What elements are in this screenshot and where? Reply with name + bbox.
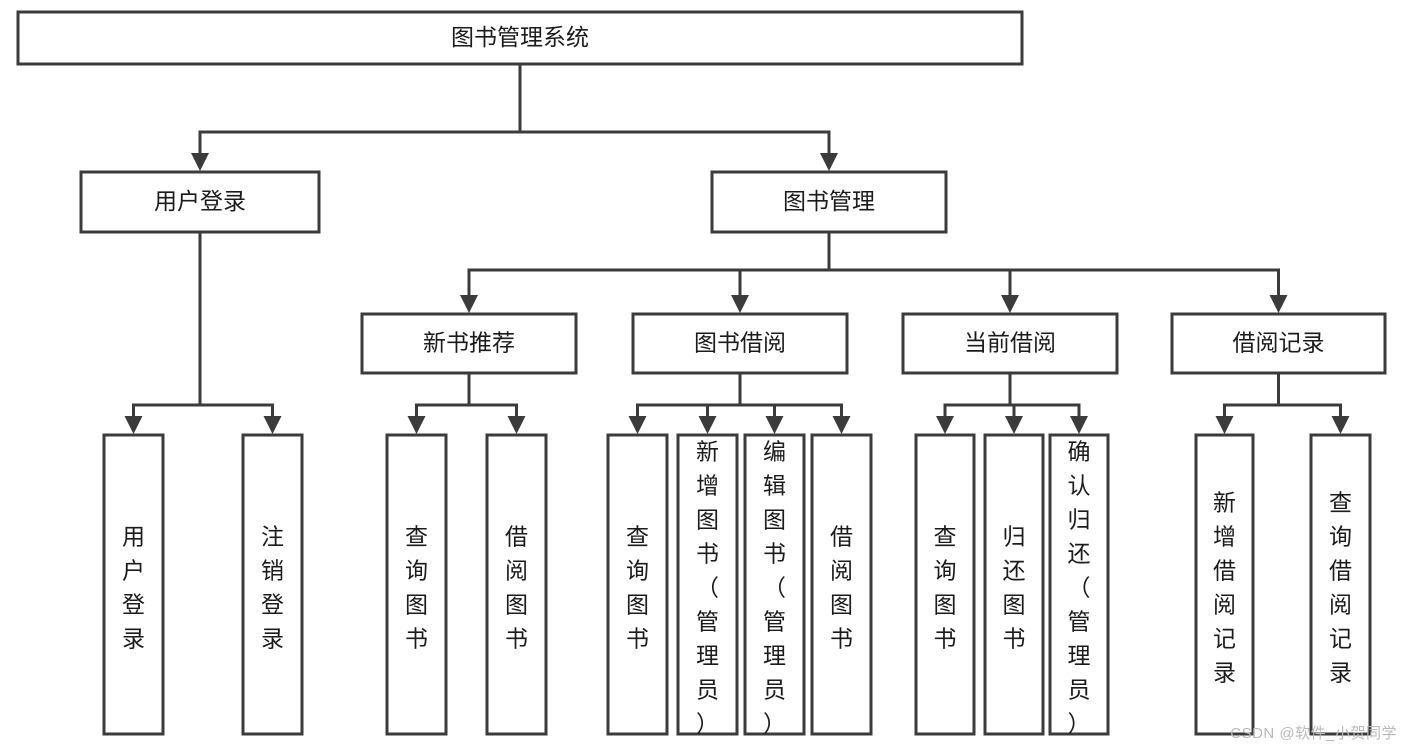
node-box[interactable]: [914, 433, 976, 736]
node-box[interactable]: [1048, 433, 1110, 736]
node-layer: 图书管理系统用户登录图书管理新书推荐图书借阅当前借阅借阅记录用户登录注销登录查询…: [16, 10, 1387, 737]
node-label: 查询借阅记录: [1329, 490, 1352, 686]
node-box[interactable]: [241, 433, 304, 736]
node-label: 借阅图书: [505, 524, 528, 652]
node-label: 借阅记录: [1233, 330, 1325, 356]
node-box[interactable]: [810, 433, 873, 736]
node-leaf-bk-add[interactable]: 新增图书（管理员）: [676, 433, 739, 737]
node-borrow[interactable]: 图书借阅: [631, 312, 849, 375]
node-leaf-nb-query[interactable]: 查询图书: [385, 433, 448, 736]
node-leaf-bk-query[interactable]: 查询图书: [606, 433, 669, 736]
node-login[interactable]: 用户登录: [79, 170, 321, 234]
node-label: 当前借阅: [964, 330, 1056, 356]
watermark-label: CSDN @软件_小贺同学: [1230, 725, 1397, 742]
arrow-head-icon: [765, 416, 784, 434]
arrow-head-icon: [191, 153, 209, 171]
node-label: 注销登录: [261, 524, 284, 652]
node-box[interactable]: [385, 433, 448, 736]
node-label: 图书借阅: [694, 330, 786, 356]
node-box[interactable]: [79, 170, 321, 234]
arrow-head-icon: [1269, 295, 1288, 313]
node-box[interactable]: [485, 433, 548, 736]
arrow-head-icon: [731, 295, 749, 313]
edge-layer: [124, 62, 1350, 434]
node-leaf-cur-confirm[interactable]: 确认归还（管理员）: [1048, 433, 1110, 737]
node-box[interactable]: [676, 433, 739, 736]
node-label: 查询图书: [626, 524, 649, 652]
node-leaf-cur-query[interactable]: 查询图书: [914, 433, 976, 736]
arrow-head-icon: [263, 416, 282, 434]
arrow-head-icon: [1001, 295, 1019, 313]
node-label: 新增图书（管理员）: [696, 439, 719, 737]
arrow-head-icon: [820, 153, 838, 171]
arrow-head-icon: [507, 416, 526, 434]
node-leaf-rec-add[interactable]: 新增借阅记录: [1194, 433, 1255, 736]
node-leaf-bk-edit[interactable]: 编辑图书（管理员）: [743, 433, 806, 737]
node-root[interactable]: 图书管理系统: [16, 10, 1024, 66]
node-label: 新增借阅记录: [1213, 490, 1236, 686]
node-bookmgmt[interactable]: 图书管理: [710, 170, 948, 234]
arrow-head-icon: [1005, 416, 1023, 434]
node-box[interactable]: [983, 433, 1045, 736]
node-box[interactable]: [1170, 312, 1387, 375]
arrow-head-icon: [124, 416, 143, 434]
node-box[interactable]: [743, 433, 806, 736]
arrow-head-icon: [407, 416, 426, 434]
node-label: 借阅图书: [830, 524, 853, 652]
node-label: 查询图书: [405, 524, 428, 652]
arrow-head-icon: [698, 416, 717, 434]
node-box[interactable]: [710, 170, 948, 234]
arrow-head-icon: [1070, 416, 1088, 434]
node-label: 确认归还（管理员）: [1068, 439, 1091, 737]
arrow-head-icon: [832, 416, 851, 434]
node-label: 新书推荐: [423, 330, 515, 356]
node-label: 用户登录: [154, 188, 246, 214]
node-box[interactable]: [102, 433, 165, 736]
node-label: 图书管理系统: [451, 24, 589, 50]
node-box[interactable]: [901, 312, 1119, 375]
node-label: 用户登录: [122, 524, 145, 652]
node-label: 编辑图书（管理员）: [763, 439, 786, 737]
node-leaf-user-login[interactable]: 用户登录: [102, 433, 165, 736]
node-box[interactable]: [631, 312, 849, 375]
node-box[interactable]: [16, 10, 1024, 66]
node-leaf-rec-query[interactable]: 查询借阅记录: [1309, 433, 1372, 736]
node-box[interactable]: [1309, 433, 1372, 736]
node-label: 图书管理: [783, 188, 875, 214]
node-records[interactable]: 借阅记录: [1170, 312, 1387, 375]
node-box[interactable]: [606, 433, 669, 736]
node-leaf-user-logout[interactable]: 注销登录: [241, 433, 304, 736]
arrow-head-icon: [628, 416, 647, 434]
arrow-head-icon: [1331, 416, 1350, 434]
node-newbook[interactable]: 新书推荐: [360, 312, 578, 375]
node-current[interactable]: 当前借阅: [901, 312, 1119, 375]
arrow-head-icon: [1215, 416, 1234, 434]
node-box[interactable]: [360, 312, 578, 375]
node-leaf-bk-borrow[interactable]: 借阅图书: [810, 433, 873, 736]
node-box[interactable]: [1194, 433, 1255, 736]
node-label: 查询图书: [934, 524, 957, 652]
node-label: 归还图书: [1003, 524, 1026, 652]
arrow-head-icon: [460, 295, 478, 313]
node-leaf-nb-borrow[interactable]: 借阅图书: [485, 433, 548, 736]
arrow-head-icon: [936, 416, 954, 434]
node-leaf-cur-return[interactable]: 归还图书: [983, 433, 1045, 736]
